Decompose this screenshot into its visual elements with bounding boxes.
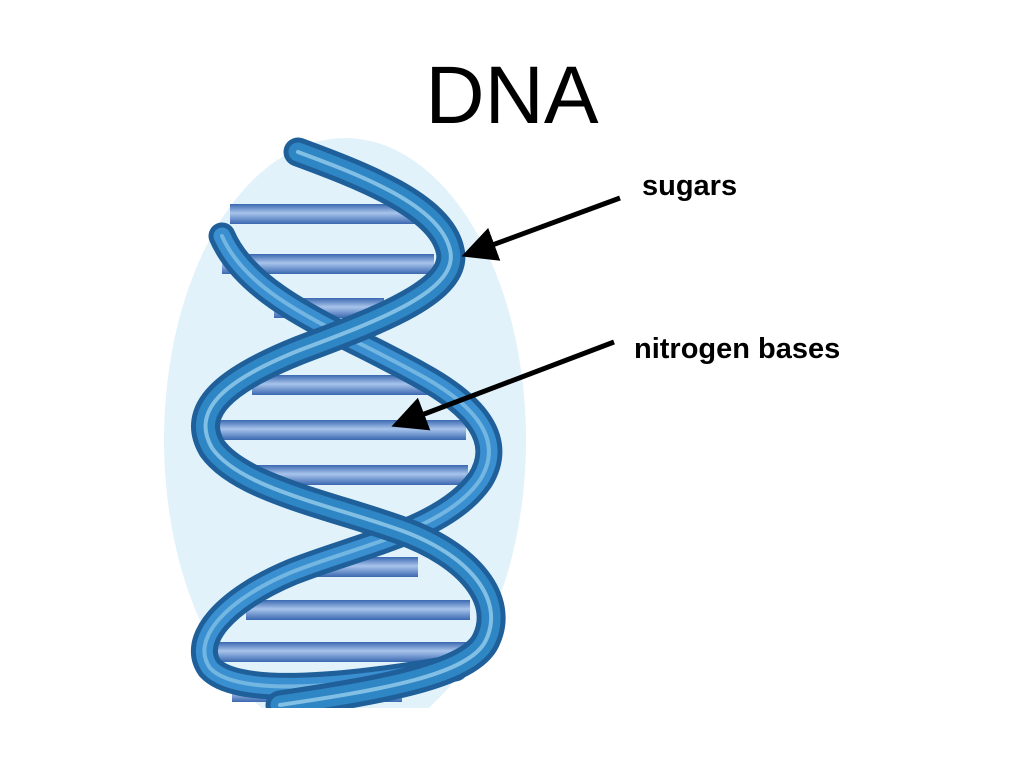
sugars-label: sugars	[642, 170, 738, 202]
base-pair-rung	[252, 375, 428, 395]
nitrogen-bases-label: nitrogen bases	[634, 333, 841, 365]
base-pair-rung	[212, 642, 474, 662]
sugars-arrow	[461, 195, 621, 261]
base-pair-rung	[220, 420, 466, 440]
base-pair-rung	[230, 204, 416, 224]
nitrogen-base-rungs	[212, 204, 474, 702]
base-pair-rung	[222, 254, 434, 274]
base-pair-rung	[236, 465, 468, 485]
nitrogen-bases-arrow	[391, 339, 615, 431]
dna-strand-front	[191, 137, 506, 708]
slide-title: DNA	[425, 50, 599, 141]
base-pair-rung	[246, 600, 470, 620]
